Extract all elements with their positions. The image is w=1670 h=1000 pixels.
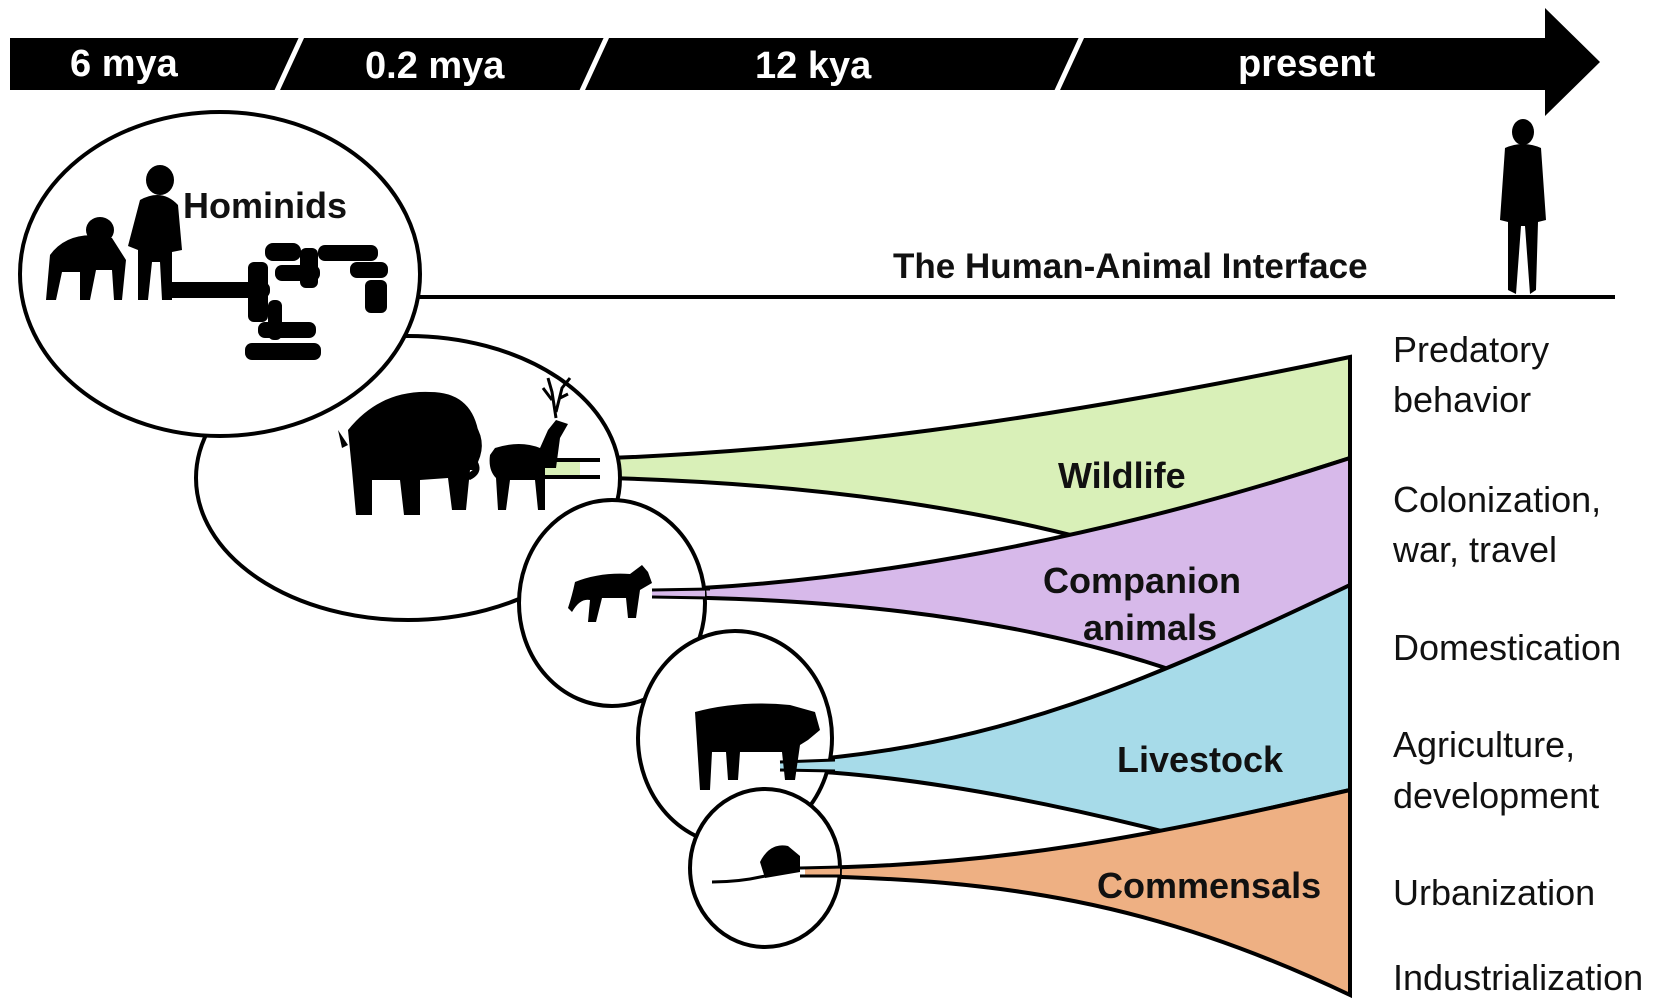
timeline-label-present: present — [1238, 43, 1376, 85]
wildlife-label: Wildlife — [1058, 455, 1186, 496]
commensals-label: Commensals — [1097, 865, 1321, 906]
driver-agriculture-line2: development — [1393, 775, 1599, 816]
hominids-label: Hominids — [183, 185, 347, 226]
timeline-label-02mya: 0.2 mya — [365, 45, 505, 87]
companion-label-line2: animals — [1083, 607, 1217, 648]
driver-colonization-line2: war, travel — [1392, 529, 1557, 570]
interface-label: The Human-Animal Interface — [893, 247, 1368, 286]
driver-industrialization: Industrialization — [1393, 957, 1643, 998]
human-silhouette-icon — [1500, 119, 1546, 294]
driver-domestication: Domestication — [1393, 627, 1621, 668]
livestock-label: Livestock — [1117, 739, 1284, 780]
driver-predatory-line1: Predatory — [1393, 329, 1549, 370]
driver-urbanization: Urbanization — [1393, 872, 1595, 913]
driver-colonization-line1: Colonization, — [1393, 479, 1601, 520]
timeline-arrow: 6 mya 0.2 mya 12 kya present — [10, 8, 1600, 116]
drivers-list: Predatory behavior Colonization, war, tr… — [1392, 329, 1643, 998]
companion-label-line1: Companion — [1043, 560, 1241, 601]
timeline-label-6mya: 6 mya — [70, 43, 179, 85]
driver-predatory-line2: behavior — [1393, 379, 1531, 420]
timeline-label-12kya: 12 kya — [755, 45, 872, 87]
driver-agriculture-line1: Agriculture, — [1393, 724, 1575, 765]
